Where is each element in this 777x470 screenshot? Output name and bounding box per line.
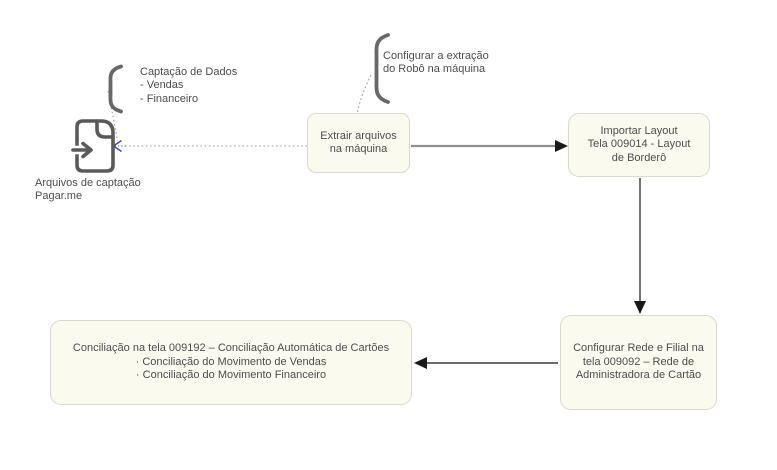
file-icon-label-line: Pagar.me [35, 190, 83, 203]
box-text-line: · Conciliação do Movimento de Vendas [135, 355, 327, 368]
annotation-extracao: Configurar a extração do Robô na máquina [383, 50, 489, 77]
flow-box-extrair: Extrair arquivos na máquina [307, 113, 410, 173]
box-text-line: de Borderô [611, 151, 667, 164]
box-text-line: Importar Layout [600, 124, 678, 137]
file-folded-corner [95, 119, 115, 139]
flow-box-configurar-rede: Configurar Rede e Filial na tela 009092 … [560, 315, 717, 410]
dotted-connector-extracao-brace [356, 74, 372, 113]
box-text-line: Tela 009014 - Layout [587, 138, 691, 151]
file-body [75, 119, 115, 173]
file-import-icon [69, 119, 115, 173]
box-text-line: Configurar Rede e Filial na [573, 342, 704, 355]
box-text-line: · Conciliação do Movimento Financeiro [135, 369, 327, 382]
arrowhead-rede-to-conciliacao [414, 357, 427, 369]
annotation-captacao: Captação de Dados - Vendas - Financeiro [140, 66, 237, 106]
annotation-line: Captação de Dados [140, 66, 238, 78]
curly-brace-captacao-icon [108, 64, 123, 114]
file-icon-label: Arquivos de captação Pagar.me [35, 177, 141, 204]
flow-box-importar: Importar Layout Tela 009014 - Layout de … [568, 113, 710, 177]
box-text-line: na máquina [329, 143, 388, 155]
arrowhead-importar-to-rede [634, 301, 646, 314]
box-text-line: Extrair arquivos [320, 129, 397, 142]
flow-box-conciliacao: Conciliação na tela 009192 – Conciliação… [50, 320, 412, 405]
annotation-line: - Vendas [140, 79, 184, 92]
file-icon-label-line: Arquivos de captação [35, 177, 141, 189]
annotation-line: - Financeiro [140, 92, 199, 105]
box-text-line: Conciliação na tela 009192 – Conciliação… [72, 342, 390, 355]
import-arrow [71, 141, 93, 159]
curly-brace-extracao-icon [374, 33, 390, 104]
annotation-line: Configurar a extração [383, 50, 489, 62]
annotation-line: do Robô na máquina [383, 63, 486, 76]
box-text-line: Administradora de Cartão [575, 369, 702, 382]
arrowhead-extrair-to-importar [555, 140, 568, 152]
box-text-line: tela 009092 – Rede de [582, 355, 695, 368]
